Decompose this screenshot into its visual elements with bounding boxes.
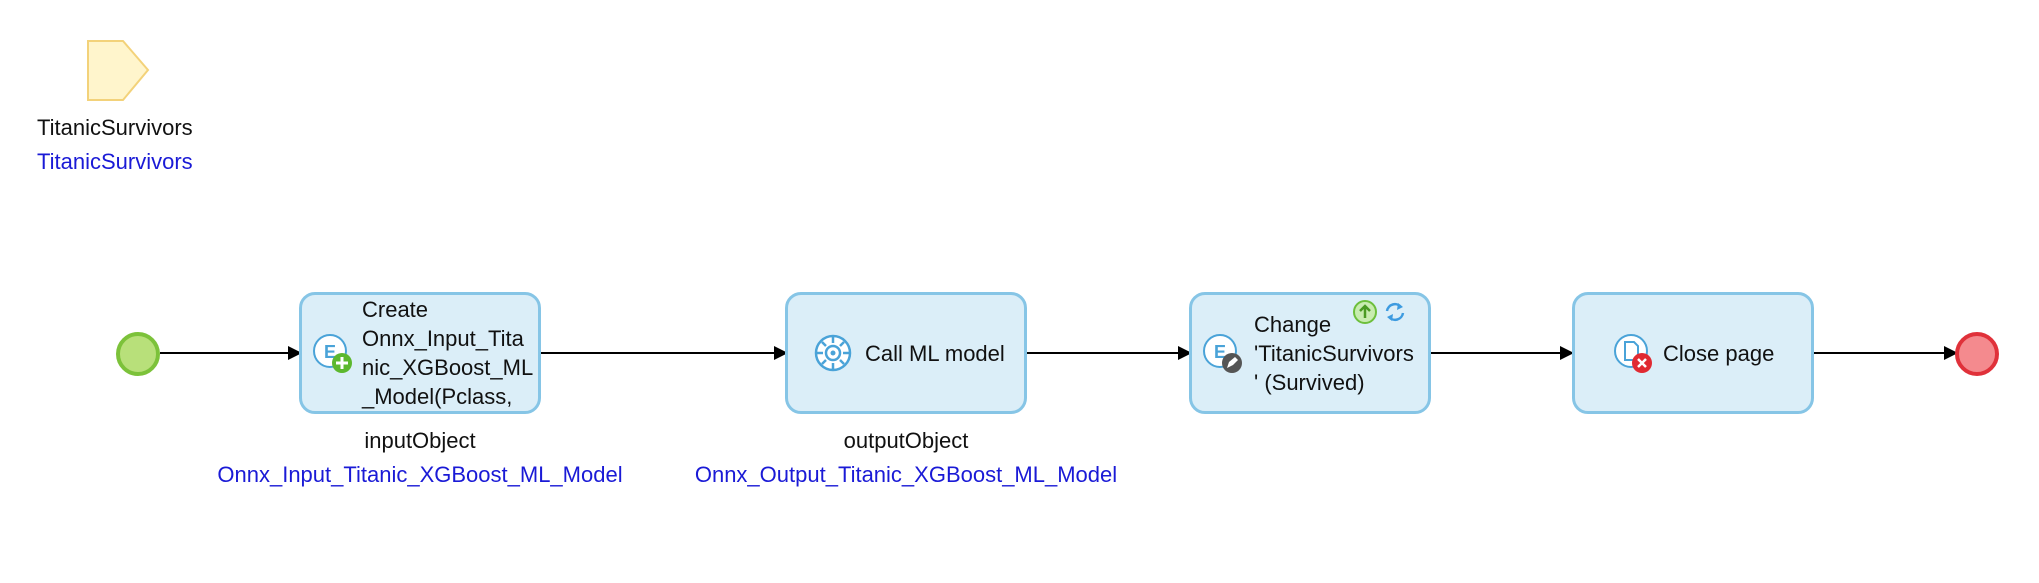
parameter-type: TitanicSurvivors xyxy=(37,149,193,174)
end-event[interactable] xyxy=(1955,332,1999,376)
activity-change-object[interactable]: E Change 'TitanicSurvivors ' (Survived) xyxy=(1189,292,1431,414)
parameter-shape[interactable] xyxy=(87,40,150,101)
parameter-name: TitanicSurvivors xyxy=(37,115,193,140)
create-output-type: Onnx_Input_Titanic_XGBoost_ML_Model xyxy=(217,462,623,487)
activity-create-text: Create Onnx_Input_Tita nic_XGBoost_ML _M… xyxy=(362,297,534,409)
refresh-icon xyxy=(1382,299,1408,325)
activity-close-page[interactable]: Close page xyxy=(1572,292,1814,414)
ml-model-icon xyxy=(813,333,853,373)
svg-text:E: E xyxy=(324,342,336,362)
activity-call-ml-model[interactable]: Call ML model xyxy=(785,292,1027,414)
activity-call-text: Call ML model xyxy=(865,340,1005,366)
activity-create-object[interactable]: E Create Onnx_Input_Tita nic_XGBoost_ML … xyxy=(299,292,541,414)
close-page-icon xyxy=(1613,333,1653,373)
activity-change-text: Change 'TitanicSurvivors ' (Survived) xyxy=(1254,311,1414,395)
activity-close-text: Close page xyxy=(1663,340,1775,366)
create-output-name: inputObject xyxy=(364,428,476,453)
commit-icon xyxy=(1352,299,1378,325)
svg-text:E: E xyxy=(1214,342,1226,362)
change-object-icon: E xyxy=(1202,333,1242,373)
create-object-icon: E xyxy=(312,333,352,373)
call-output-name: outputObject xyxy=(843,428,969,453)
call-output-type: Onnx_Output_Titanic_XGBoost_ML_Model xyxy=(694,462,1118,487)
start-event[interactable] xyxy=(116,332,160,376)
